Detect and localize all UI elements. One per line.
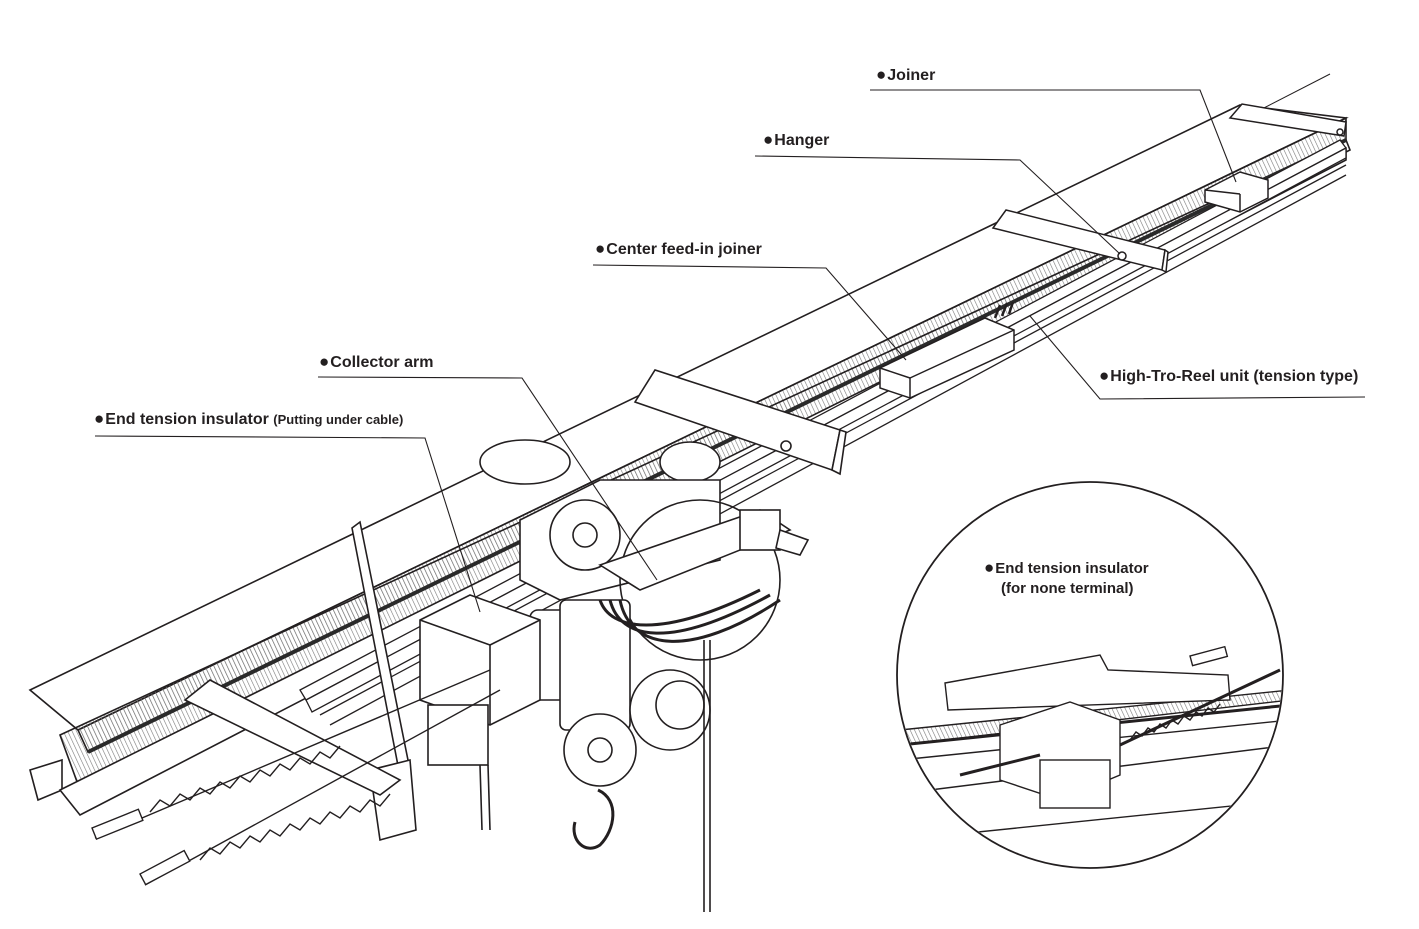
collector-arm-part bbox=[598, 509, 810, 643]
leader-joiner bbox=[870, 89, 1237, 183]
leader-high-tro-reel bbox=[1029, 315, 1366, 400]
label-joiner: ●Joiner bbox=[876, 65, 936, 84]
end-tension-insulator-part bbox=[419, 594, 541, 831]
inset-detail bbox=[896, 481, 1284, 869]
leader-center-feed bbox=[592, 264, 907, 361]
label-center-feed-in-joiner: ●Center feed-in joiner bbox=[595, 239, 762, 258]
label-inset-end-tension-insulator-note: (for none terminal) bbox=[1001, 580, 1134, 597]
label-inset-end-tension-insulator: ●End tension insulator bbox=[984, 558, 1149, 577]
leader-hanger bbox=[754, 155, 1121, 255]
label-end-tension-insulator: ●End tension insulator (Putting under ca… bbox=[94, 409, 404, 428]
far-rail-line bbox=[1259, 73, 1331, 111]
angle-bracket bbox=[183, 520, 417, 842]
label-hanger: ●Hanger bbox=[763, 130, 830, 149]
label-collector-arm: ●Collector arm bbox=[319, 352, 434, 371]
joiner-part bbox=[1204, 171, 1269, 213]
near-hanger bbox=[633, 369, 847, 476]
leader-collector-arm bbox=[317, 376, 658, 581]
leader-lines bbox=[94, 89, 1366, 613]
center-feed-in-joiner-part bbox=[879, 301, 1015, 399]
leader-end-tension bbox=[94, 435, 481, 613]
tension-springs bbox=[91, 669, 501, 886]
label-high-tro-reel-unit: ●High-Tro-Reel unit (tension type) bbox=[1099, 366, 1359, 385]
far-hanger bbox=[991, 209, 1169, 274]
end-hanger bbox=[1228, 103, 1347, 137]
